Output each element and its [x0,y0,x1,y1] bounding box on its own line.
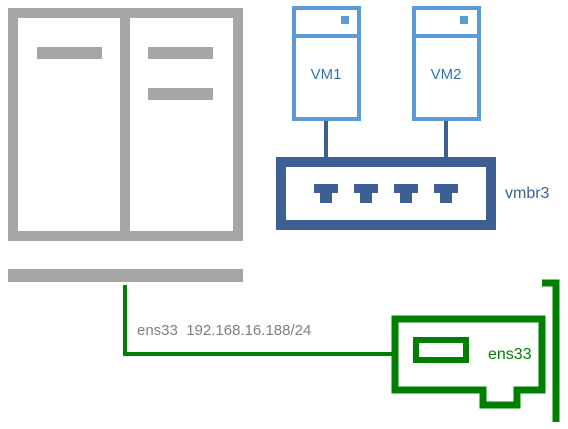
bridge-frame [276,157,496,230]
host-nic-link [123,285,395,356]
bridge-label: vmbr3 [505,185,550,202]
nic-chip [413,337,469,363]
vm1-tower [292,6,361,121]
bridge-port-4 [434,184,458,203]
vm1-label: VM1 [311,66,342,83]
vm2-tower [412,6,481,121]
host-interface-label: ens33 192.168.16.188/24 [137,322,311,339]
bridge-port-1 [314,184,338,203]
nic-label: ens33 [488,346,532,363]
nic-card: ens33 [391,279,560,422]
vm2: VM2 [412,6,481,121]
bridge-switch [276,157,496,230]
bridge-port-3 [394,184,418,203]
host-slot-right-bottom [148,88,213,100]
nic-bracket [542,279,560,422]
vm2-top-bar [414,34,479,38]
host-divider [120,8,130,241]
vm2-label: VM2 [431,66,462,83]
vm1-top-bar [294,34,359,38]
host-server [8,8,243,282]
bridge-port-2 [354,184,378,203]
host-base [8,269,243,282]
nic-board [391,315,546,409]
vm2-led [460,16,468,24]
host-slot-left [37,47,102,59]
vm1-led [341,16,349,24]
vm1: VM1 [292,6,361,121]
bridge-ports [314,184,458,203]
host-slot-right-top [148,47,213,59]
